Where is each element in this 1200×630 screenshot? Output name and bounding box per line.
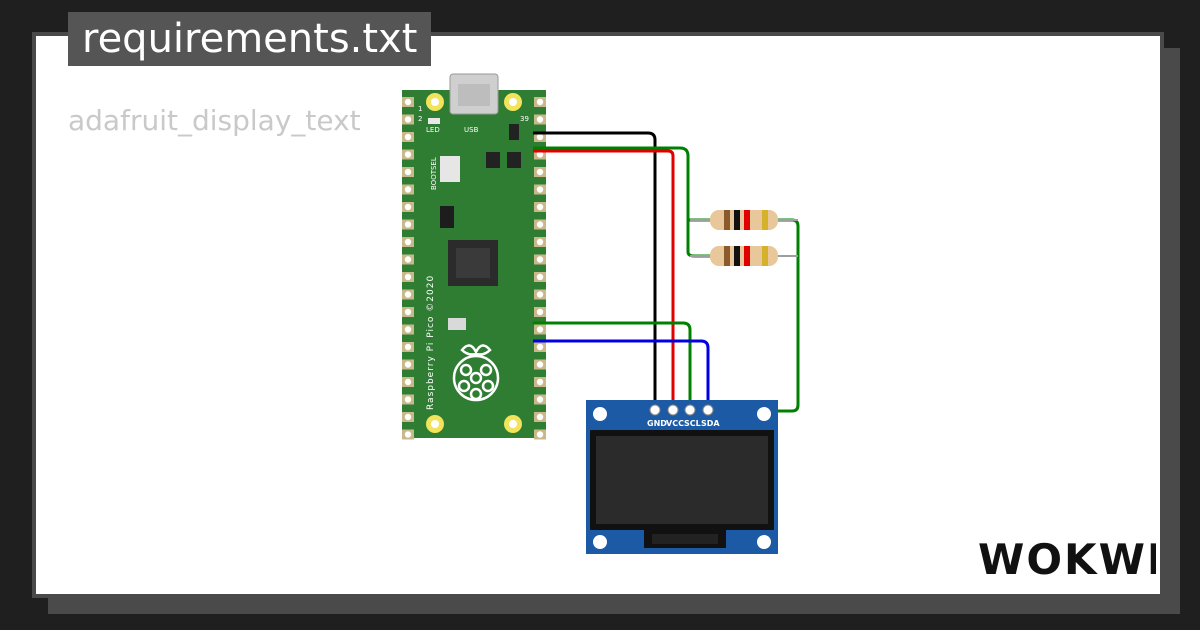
pico-pin-hole [404,413,412,421]
resistor-2[interactable] [690,246,798,266]
wire-sda [533,339,710,410]
pin2-label: 2 [418,115,422,123]
mount-hole [757,535,771,549]
raspberry-pi-logo-icon [452,344,500,402]
pico-pin-hole [536,116,544,123]
pico-pin-hole [404,238,412,246]
wire-vcc [533,149,675,410]
pico-pin-hole [404,273,412,281]
board-name: Raspberry Pi Pico ©2020 [426,275,436,410]
pico-pin-hole [536,396,544,403]
pico-pin-hole [536,203,544,211]
pico-right-pins[interactable] [534,97,546,440]
pico-pin-hole [536,238,544,246]
pico-pin-hole [536,168,544,176]
pico-pin-hole [404,98,412,106]
oled-pin-sda: SDA [701,419,720,428]
pico-pin-hole [404,221,412,228]
requirements-line: adafruit_display_text [68,104,361,137]
wire-gnd [533,131,657,410]
pico-pin-hole [536,291,544,298]
pico-pin-hole [536,326,544,333]
file-tab[interactable]: requirements.txt [68,12,432,66]
pico-pin-hole [536,343,544,351]
mount-hole [593,535,607,549]
pico-pin-hole [536,431,544,438]
pico-pin-hole [536,378,544,386]
wokwi-logo-icon: WOKWI [978,535,1156,584]
pico-pin-hole [536,413,544,421]
pico-pin-hole [404,361,412,368]
pico-pin-hole [404,431,412,438]
pico-pin-hole [404,116,412,123]
pico-pin-hole [404,343,412,351]
wire-scl [533,321,692,408]
mount-hole [593,407,607,421]
pico-pin-hole [536,151,544,158]
pico-pin-hole [404,378,412,386]
wires [533,131,800,413]
bootsel-label: BOOTSEL [430,157,438,190]
oled-pin-scl: SCL [684,419,701,428]
pico-pin-hole [404,151,412,158]
pico-pin-hole [536,308,544,316]
pin1-label: 1 [418,105,422,113]
oled-pin-vcc: VCC [666,419,684,428]
bootsel-button[interactable] [440,156,460,182]
oled-pin-gnd: GND [647,419,667,428]
pico-pin-hole [404,133,412,141]
pico-pin-hole [404,256,412,263]
pico-pin-hole [536,221,544,228]
pico-pin-hole [404,291,412,298]
usb-label: USB [464,126,479,134]
pico-pin-hole [404,168,412,176]
pico-pin-hole [536,256,544,263]
pico-pin-hole [404,396,412,403]
pico-pin-hole [404,186,412,193]
wire-i2c-pullup [533,146,712,258]
pin39-label: 39 [520,115,529,123]
pico-pin-hole [536,361,544,368]
led [428,118,440,124]
pico-pin-hole [536,273,544,281]
oled-header-pins[interactable] [649,404,714,416]
pico-pin-hole [536,98,544,106]
resistor-1[interactable] [690,210,798,230]
led-label: LED [426,126,440,134]
wokwi-logo-text: WOKWI [978,535,1156,584]
pico-pin-hole [536,133,544,141]
pico-pin-hole [404,203,412,211]
oled-screen [596,436,768,524]
oled-display[interactable]: GND VCC SCL SDA [586,400,778,554]
pico-left-pins[interactable] [402,97,414,440]
mount-hole [757,407,771,421]
pico-board[interactable]: LED USB 1 2 39 BOOTSEL Raspberry Pi Pico… [402,73,546,440]
pico-pin-hole [536,186,544,193]
pico-pin-hole [404,326,412,333]
pico-pin-hole [404,308,412,316]
